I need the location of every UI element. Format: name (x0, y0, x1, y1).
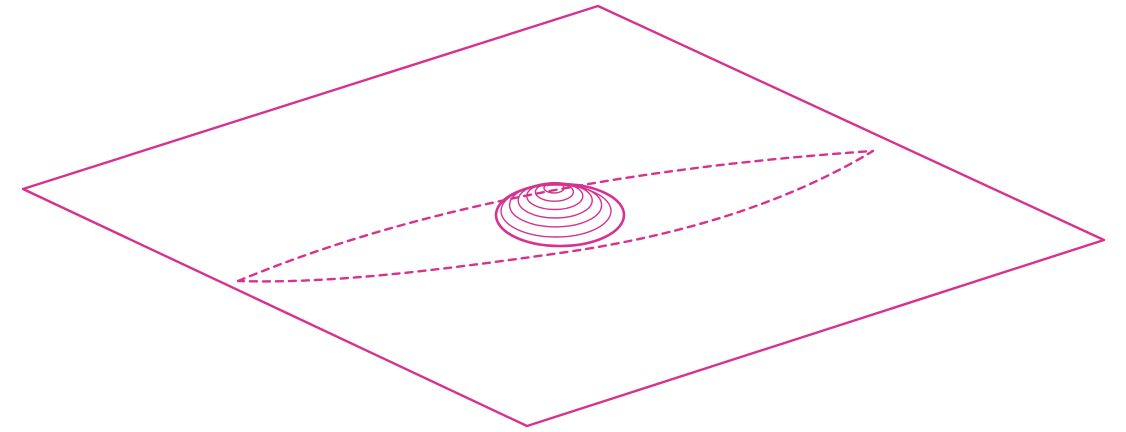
plane-parallelogram (23, 6, 1104, 426)
contour-ring (527, 183, 583, 210)
dashed-lens-outline (238, 151, 873, 281)
